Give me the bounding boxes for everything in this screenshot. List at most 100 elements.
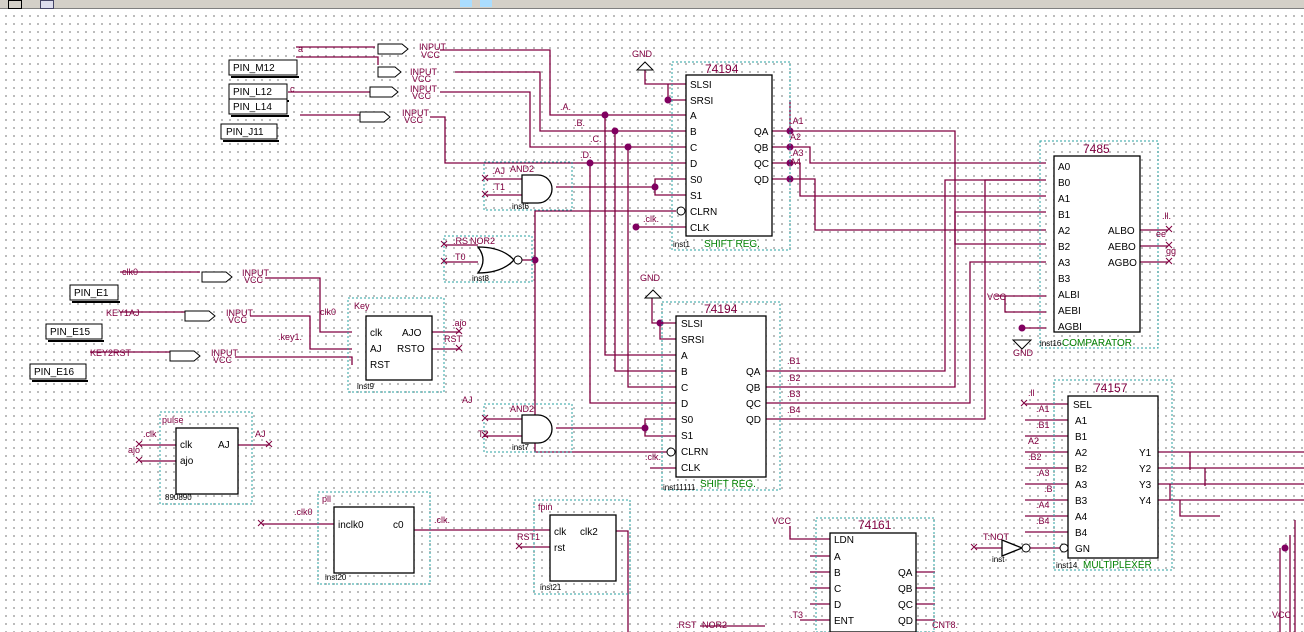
inversion-bubble xyxy=(513,255,523,265)
port-label: QD xyxy=(746,415,761,426)
and-gate-inst7[interactable]: AND2 inst7 xyxy=(483,403,573,453)
port-label: QC xyxy=(746,399,761,410)
junction-dot xyxy=(641,424,649,432)
net-label: .AJ xyxy=(492,166,505,176)
port-label: AEBO xyxy=(1108,242,1136,253)
port-label: S1 xyxy=(690,191,703,202)
port-label: clk xyxy=(370,328,383,339)
pin-m12[interactable]: PIN_M12 xyxy=(228,59,299,78)
partial-line-tool-icon[interactable] xyxy=(480,0,492,7)
rubberband-tool-icon[interactable] xyxy=(460,0,472,7)
net-label: T2 xyxy=(478,429,489,439)
rotate-tool-icon[interactable] xyxy=(580,0,592,7)
input-key2rst-name: KEY2RST xyxy=(90,348,132,358)
port-label: clk xyxy=(180,440,193,451)
wire-tool-icon[interactable] xyxy=(190,0,202,7)
net-label: .clk xyxy=(143,429,157,439)
zoom-tool-icon[interactable] xyxy=(40,0,54,9)
counter[interactable]: 74161 LDN A B C D ENT QA QB QC QD xyxy=(815,517,935,632)
key-block[interactable]: Key clk AJ RST AJO RSTO inst9 xyxy=(347,297,445,393)
port-label: inclk0 xyxy=(338,520,364,531)
nor-gate-inst8[interactable]: NOR2 inst8 xyxy=(443,235,533,283)
chip-name: 74157 xyxy=(1094,381,1128,395)
vcc-label: VCC xyxy=(412,91,432,101)
port-label: ALBI xyxy=(1058,290,1080,301)
pin-boxes: PIN_M12 PIN_L12 PIN_L14 PIN_J11 PIN_E1 P… xyxy=(29,59,299,382)
fpin-block[interactable]: fpin clk rst clk2 inst21 xyxy=(533,499,631,595)
flip-tool-icon[interactable] xyxy=(620,0,632,7)
text-tool-icon[interactable] xyxy=(86,0,98,7)
select-tool-icon[interactable] xyxy=(8,0,22,9)
net-label: .T3 xyxy=(790,610,803,620)
multiplexer[interactable]: 74157 SEL A1 B1 A2 B2 A3 B3 A4 B4 GN Y1 … xyxy=(1053,379,1173,571)
net-label: VCC xyxy=(987,292,1007,302)
junction-dot xyxy=(611,127,619,135)
port-label: B1 xyxy=(1058,210,1071,221)
net-label: .A3 xyxy=(1036,468,1050,478)
pll-block[interactable]: pll inclk0 c0 inst20 xyxy=(317,491,431,585)
shift-register-1[interactable]: 74194 SLSI SRSI A B C D S0 S1 CLRN CLK Q… xyxy=(671,61,791,251)
net-label: .RS xyxy=(453,236,468,246)
schematic-svg: PIN_M12 PIN_L12 PIN_L14 PIN_J11 PIN_E1 P… xyxy=(29,42,1304,632)
port-label: D xyxy=(690,159,697,170)
port-label: A xyxy=(834,552,841,563)
input-label: INPUT xyxy=(211,348,239,358)
port-label: CLRN xyxy=(690,207,717,218)
net-label: A2 xyxy=(790,132,801,142)
port-label: A0 xyxy=(1058,162,1071,173)
port-label: AJO xyxy=(402,328,422,339)
and-gate-inst6[interactable]: AND2 inst6 xyxy=(483,161,573,211)
wires xyxy=(90,46,1304,632)
port-label: B4 xyxy=(1075,528,1088,539)
net-label: .ajo xyxy=(452,318,467,328)
pulse-block[interactable]: pulse clk ajo AJ 890890 xyxy=(159,411,253,505)
inst-label: inst1 xyxy=(673,240,690,249)
chip-name: 7485 xyxy=(1083,142,1110,156)
net-label: AJ xyxy=(462,395,473,405)
comparator[interactable]: 7485 A0 B0 A1 B1 A2 B2 A3 B3 ALBI AEBI A… xyxy=(1039,140,1159,349)
net-label: ajo xyxy=(128,445,140,455)
net-label: .key1. xyxy=(278,332,302,342)
port-label: S1 xyxy=(681,431,694,442)
pin-e15[interactable]: PIN_E15 xyxy=(45,323,104,342)
symbol-tool-icon[interactable] xyxy=(120,0,132,7)
gnd-icon xyxy=(635,61,655,71)
vcc-label: VCC xyxy=(244,275,264,285)
not-gate[interactable]: inst xyxy=(992,539,1031,564)
pin-e1[interactable]: PIN_E1 xyxy=(69,284,120,303)
inst-label: 890890 xyxy=(165,493,192,502)
inversion-bubble xyxy=(1021,543,1031,553)
input-label: INPUT xyxy=(410,67,438,77)
junction-dot xyxy=(786,127,794,135)
pin-e16[interactable]: PIN_E16 xyxy=(29,363,88,382)
vcc-label: VCC xyxy=(228,315,248,325)
inst-label: inst20 xyxy=(325,573,347,582)
port-label: AGBO xyxy=(1108,258,1137,269)
block-name: pulse xyxy=(162,415,184,425)
vcc-label: VCC xyxy=(421,50,441,60)
net-label: .B3 xyxy=(787,389,801,399)
pin-l12[interactable]: PIN_L12 xyxy=(228,83,289,102)
port-label: QD xyxy=(898,616,913,627)
shift-register-2[interactable]: 74194 SLSI SRSI A B C D S0 S1 CLRN CLK Q… xyxy=(661,301,781,492)
pin-j11[interactable]: PIN_J11 xyxy=(220,123,279,142)
net-label: .B4 xyxy=(787,405,801,415)
bus-tool-icon[interactable] xyxy=(300,0,312,7)
unconnected-markers xyxy=(135,174,1173,551)
port-label: Y2 xyxy=(1139,464,1152,475)
net-label: .clk. xyxy=(645,452,661,462)
port-label: ALBO xyxy=(1108,226,1135,237)
schematic-canvas[interactable]: PIN_M12 PIN_L12 PIN_L14 PIN_J11 PIN_E1 P… xyxy=(0,9,1304,632)
input-label: INPUT xyxy=(242,268,270,278)
port-label: Y3 xyxy=(1139,480,1152,491)
pin-l14[interactable]: PIN_L14 xyxy=(228,98,289,117)
port-label: A1 xyxy=(1075,416,1088,427)
